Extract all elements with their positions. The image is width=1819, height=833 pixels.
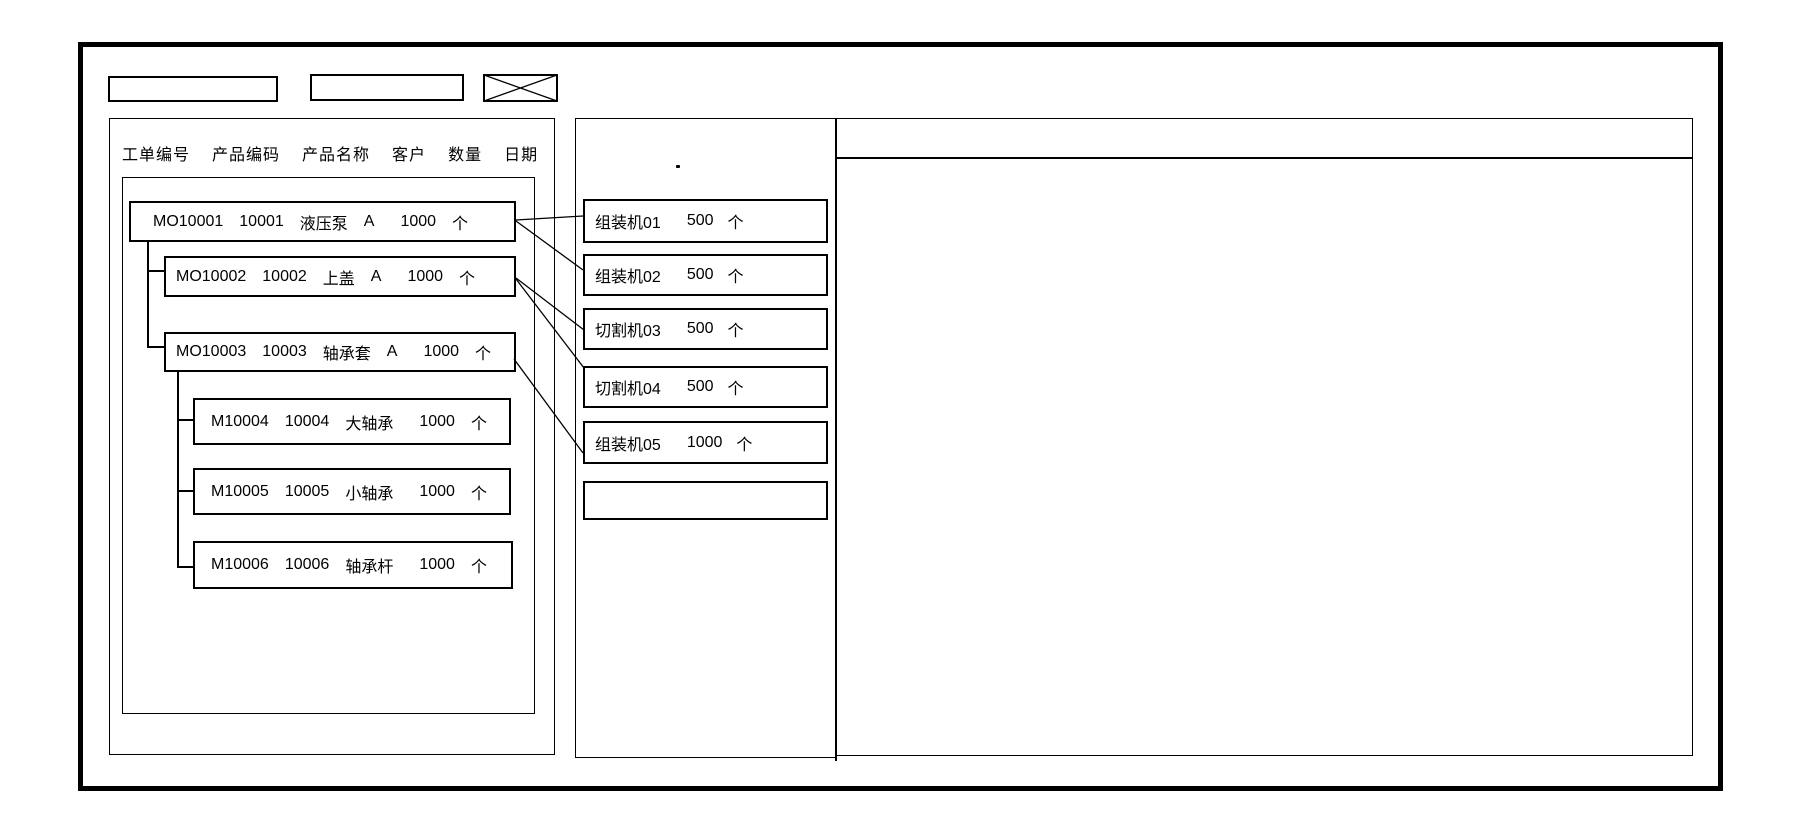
- order-row-mo10003[interactable]: MO10003 10003 轴承套 A 1000 个: [164, 332, 516, 372]
- tree-branch-line: [147, 270, 164, 272]
- schedule-header-divider: [835, 157, 1693, 159]
- unit: 个: [727, 381, 744, 398]
- panel-divider-extension: [835, 756, 837, 761]
- machine-row-01[interactable]: 组装机01 500 个: [583, 199, 828, 243]
- product-code: 10006: [284, 556, 330, 573]
- unit: 个: [470, 415, 487, 433]
- unit: 个: [475, 346, 492, 363]
- header-product-code: 产品编码: [212, 147, 281, 164]
- machine-row-05[interactable]: 组装机05 1000 个: [583, 421, 828, 464]
- machine-qty: 1000: [686, 433, 723, 451]
- order-row-mo10002[interactable]: MO10002 10002 上盖 A 1000 个: [164, 256, 516, 297]
- machine-name: 切割机03: [595, 323, 661, 340]
- tree-trunk-line: [177, 371, 179, 568]
- schedule-panel: [835, 118, 1693, 756]
- machine-name: 切割机04: [595, 381, 661, 398]
- quantity: 1000: [419, 556, 455, 573]
- tree-branch-line: [177, 566, 193, 568]
- quantity: 1000: [419, 482, 455, 500]
- order-no: M10006: [211, 556, 269, 573]
- machine-qty: 500: [686, 378, 714, 395]
- order-row-m10004[interactable]: M10004 10004 大轴承 1000 个: [193, 398, 511, 445]
- order-table-headers: 工单编号 产品编码 产品名称 客户 数量 日期: [122, 141, 538, 165]
- tree-trunk-line: [147, 241, 149, 348]
- toolbar-field-1[interactable]: [108, 76, 278, 102]
- product-name: 上盖: [322, 270, 355, 288]
- customer: A: [370, 267, 382, 285]
- order-no: MO10002: [176, 267, 247, 285]
- order-no: MO10001: [153, 212, 224, 230]
- header-qty: 数量: [448, 147, 483, 164]
- close-icon[interactable]: [483, 74, 558, 102]
- machine-row-empty[interactable]: [583, 481, 828, 520]
- machine-row-03[interactable]: 切割机03 500 个: [583, 308, 828, 350]
- order-row-m10006[interactable]: M10006 10006 轴承杆 1000 个: [193, 541, 513, 589]
- product-name: 轴承杆: [345, 559, 394, 576]
- machine-row-04[interactable]: 切割机04 500 个: [583, 366, 828, 408]
- customer: A: [363, 212, 375, 230]
- customer: A: [386, 343, 398, 360]
- product-code: 10001: [239, 212, 284, 230]
- order-row-mo10001[interactable]: MO10001 10001 液压泵 A 1000 个: [129, 201, 516, 242]
- machine-name: 组装机02: [595, 269, 661, 286]
- tree-branch-line: [177, 490, 193, 492]
- unit: 个: [727, 215, 744, 232]
- machine-name: 组装机01: [595, 215, 661, 232]
- machine-qty: 500: [686, 320, 714, 337]
- order-no: MO10003: [176, 343, 247, 360]
- unit: 个: [452, 215, 469, 233]
- product-code: 10005: [284, 482, 330, 500]
- product-name: 大轴承: [345, 415, 394, 433]
- header-order-no: 工单编号: [122, 147, 191, 164]
- unit: 个: [459, 270, 476, 288]
- window-border: [78, 42, 1723, 791]
- header-product-name: 产品名称: [302, 147, 371, 164]
- unit: 个: [470, 559, 487, 576]
- machine-name: 组装机05: [595, 436, 661, 454]
- tree-branch-line: [147, 346, 164, 348]
- order-no: M10005: [211, 482, 269, 500]
- order-no: M10004: [211, 412, 269, 430]
- machine-qty: 500: [686, 212, 714, 229]
- product-name: 小轴承: [345, 485, 394, 503]
- product-code: 10003: [262, 343, 307, 360]
- quantity: 1000: [423, 343, 460, 360]
- unit: 个: [736, 436, 753, 454]
- quantity: 1000: [407, 267, 444, 285]
- unit: 个: [470, 485, 487, 503]
- product-code: 10002: [262, 267, 307, 285]
- header-date: 日期: [504, 147, 539, 164]
- product-name: 轴承套: [322, 346, 371, 363]
- tree-branch-line: [177, 419, 193, 421]
- unit: 个: [727, 323, 744, 340]
- machine-qty: 500: [686, 266, 714, 283]
- quantity: 1000: [419, 412, 455, 430]
- product-name: 液压泵: [299, 215, 348, 233]
- machine-row-02[interactable]: 组装机02 500 个: [583, 254, 828, 296]
- toolbar-field-2[interactable]: [310, 74, 464, 101]
- order-row-m10005[interactable]: M10005 10005 小轴承 1000 个: [193, 468, 511, 515]
- unit: 个: [727, 269, 744, 286]
- header-customer: 客户: [392, 147, 427, 164]
- quantity: 1000: [400, 212, 437, 230]
- stray-dot: [676, 165, 680, 168]
- product-code: 10004: [284, 412, 330, 430]
